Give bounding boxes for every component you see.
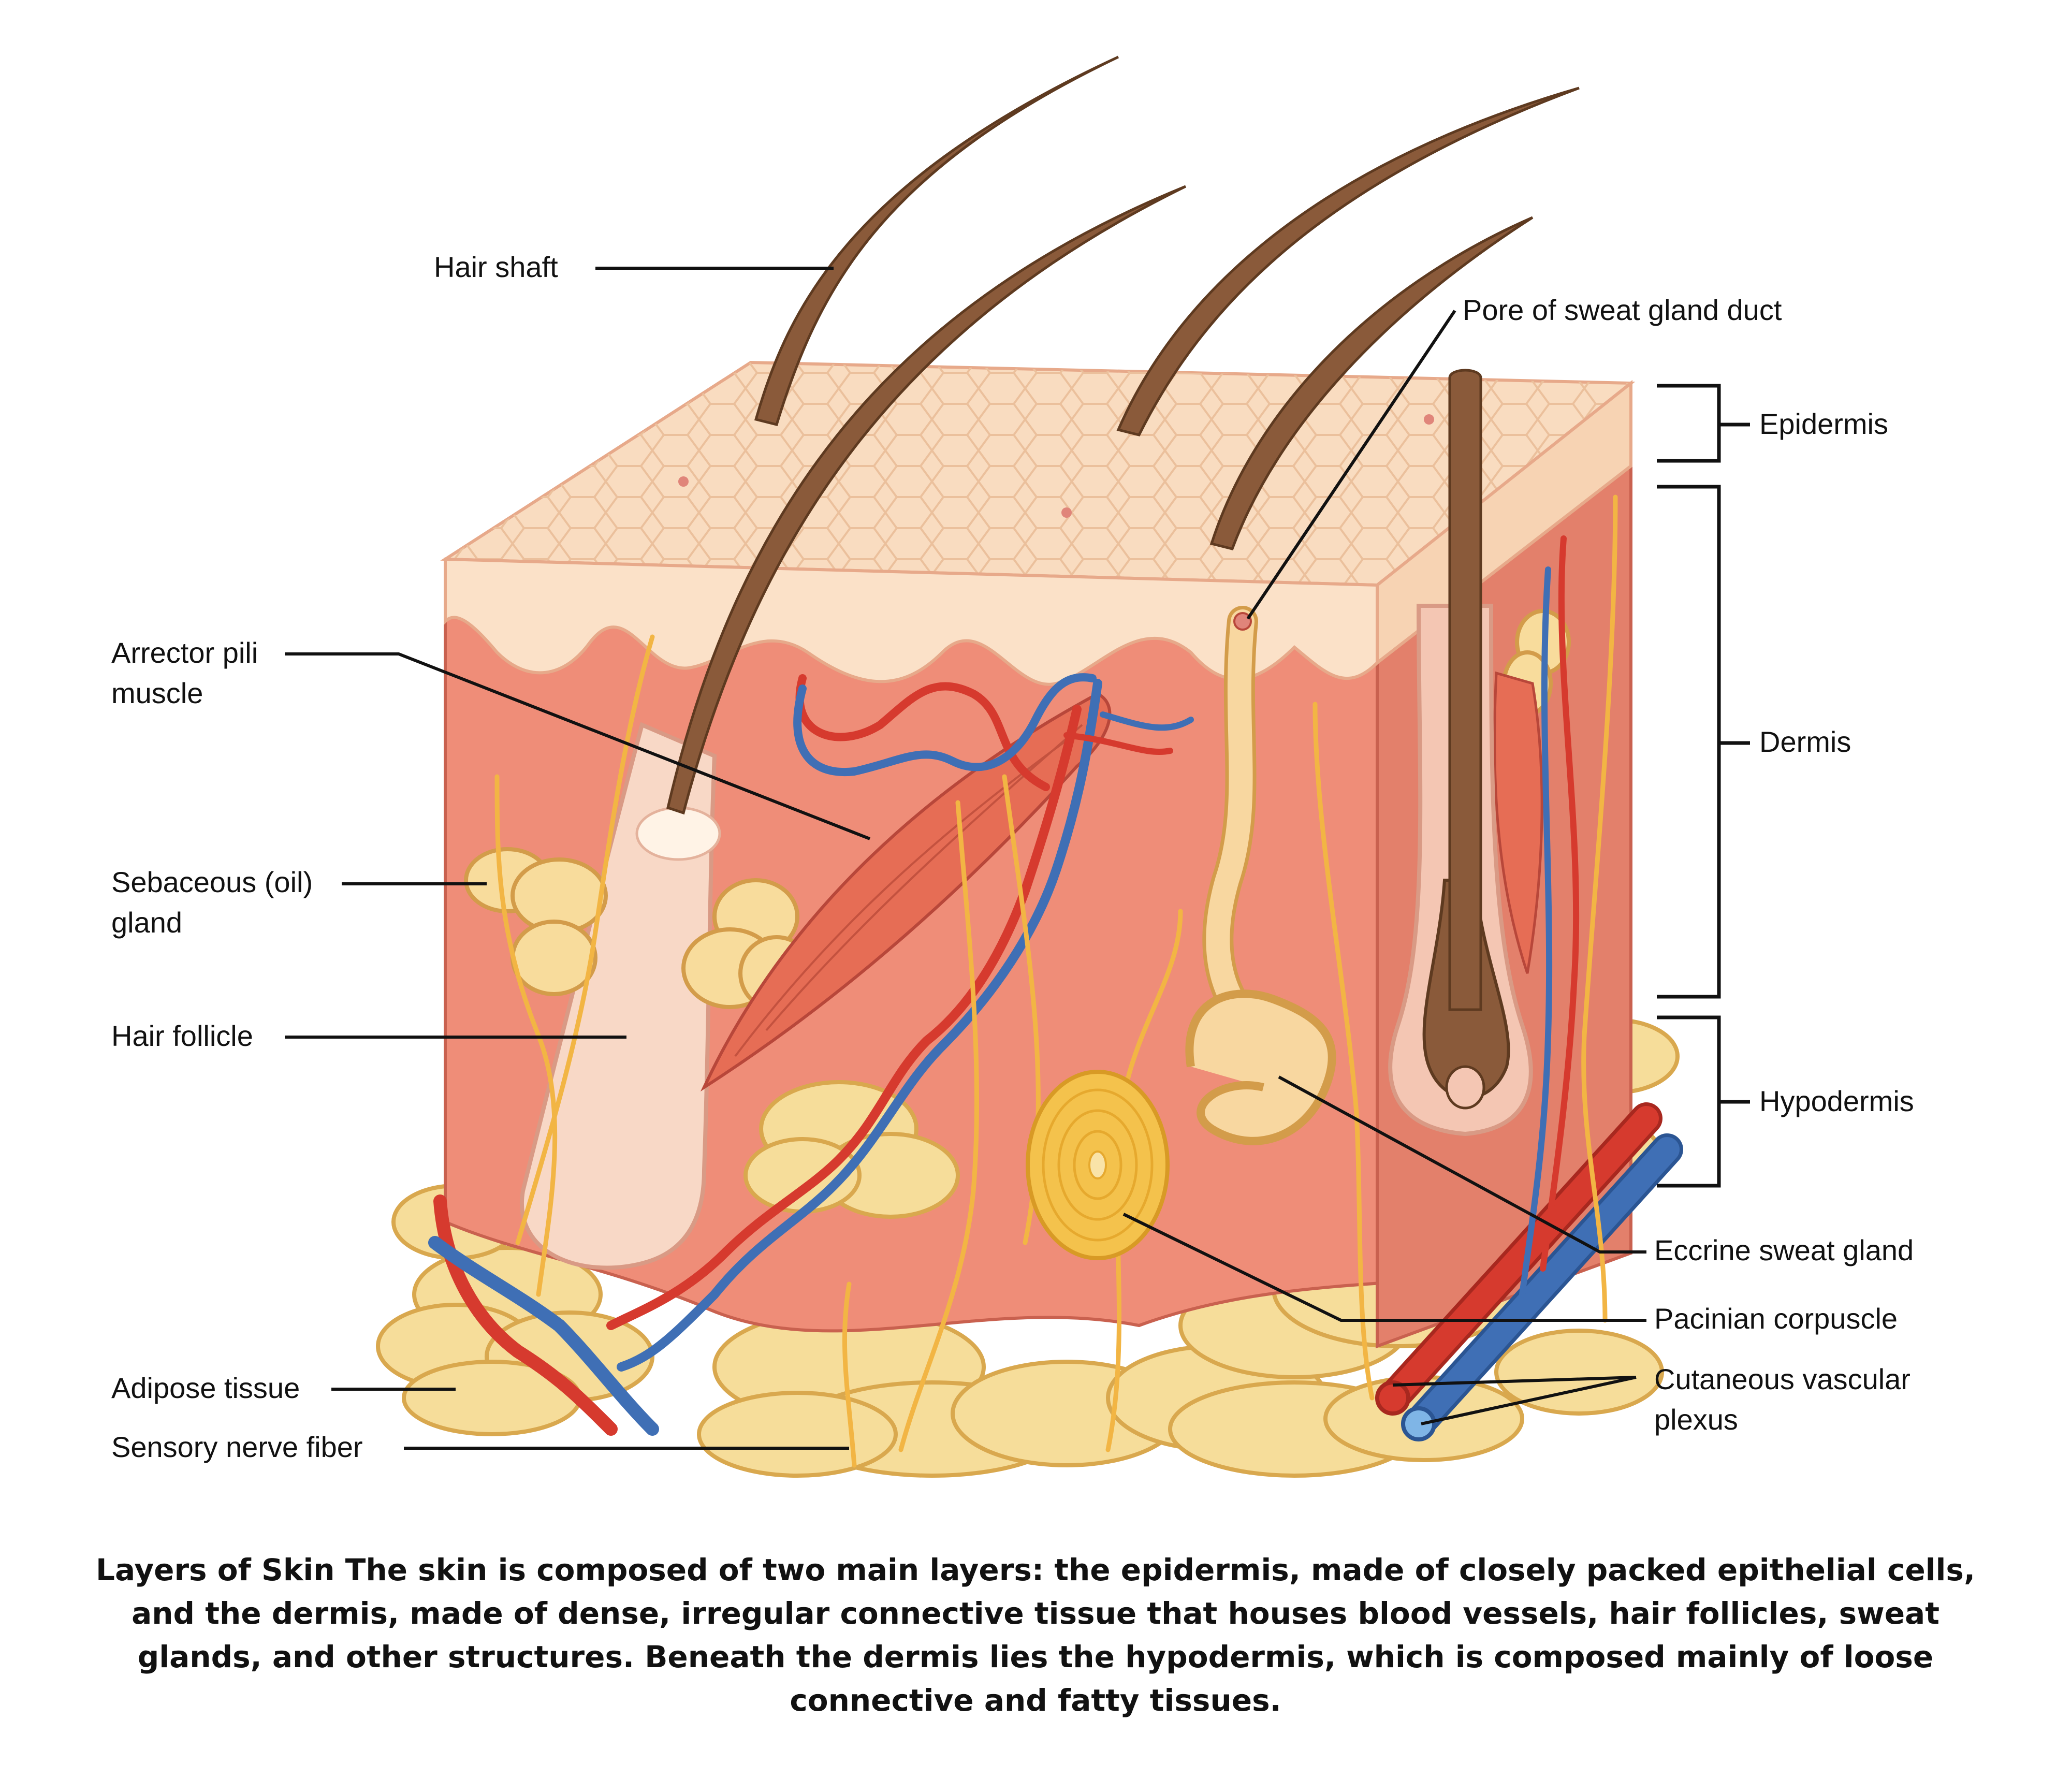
pacinian-corpuscle — [1026, 1070, 1170, 1260]
sebaceous-label-line1: Sebaceous (oil) — [111, 866, 313, 898]
pacinian-corpuscle-label: Pacinian corpuscle — [1654, 1302, 1898, 1335]
sebaceous-label-line2: gland — [111, 906, 183, 939]
adipose-tissue-label: Adipose tissue — [111, 1372, 300, 1404]
epidermis-label: Epidermis — [1759, 407, 1888, 440]
sensory-nerve-fibers — [494, 494, 1618, 1468]
blood-vessels — [428, 535, 1683, 1441]
figure-caption: Layers of Skin The skin is composed of t… — [96, 1552, 1975, 1718]
dermis-label: Dermis — [1759, 725, 1851, 758]
cutaneous-plexus-label-line2: plexus — [1654, 1403, 1738, 1436]
layer-brackets — [1657, 384, 1750, 1188]
arrector-pili-label-line2: muscle — [111, 677, 203, 709]
hair-shaft-label: Hair shaft — [434, 251, 558, 283]
hypodermis-label: Hypodermis — [1759, 1085, 1914, 1117]
cutaneous-plexus-label-line1: Cutaneous vascular — [1654, 1363, 1910, 1395]
pore-label: Pore of sweat gland duct — [1463, 294, 1782, 326]
hair-shafts — [666, 55, 1580, 1011]
sensory-nerve-label: Sensory nerve fiber — [111, 1431, 363, 1463]
eccrine-sweat-gland-label: Eccrine sweat gland — [1654, 1234, 1914, 1266]
leader-lines — [285, 267, 1646, 1450]
epidermis-layer — [440, 360, 1636, 686]
arrector-pili-label-line1: Arrector pili — [111, 636, 258, 669]
eccrine-sweat-gland — [1185, 606, 1336, 1145]
hair-follicle-label: Hair follicle — [111, 1019, 253, 1052]
